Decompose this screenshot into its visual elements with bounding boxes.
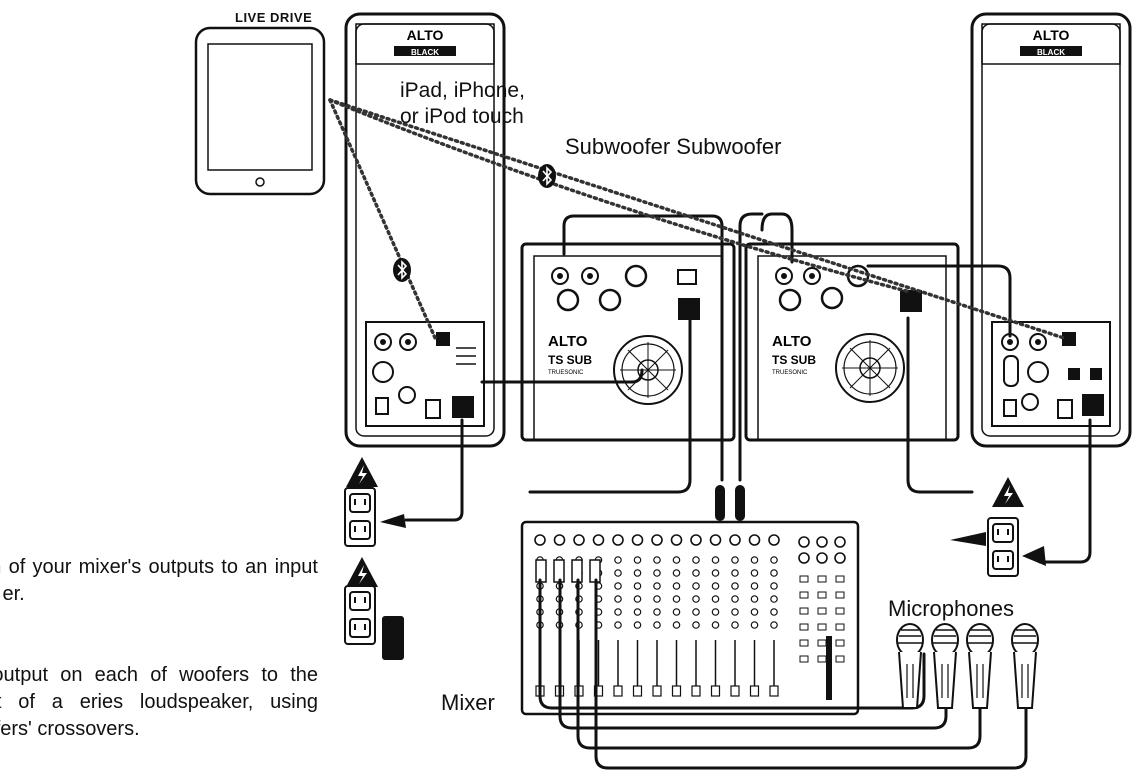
bluetooth-links	[328, 98, 1066, 342]
subwoofer-label: Subwoofer Subwoofer	[565, 134, 782, 159]
left-speaker-series: BLACK	[411, 48, 439, 57]
left-subwoofer: ALTO TS SUB TRUESONIC	[520, 242, 736, 442]
ipad-label: iPad, iPhone, or iPod touch	[400, 78, 525, 130]
warning-icon	[992, 477, 1024, 507]
ipad-device	[194, 26, 326, 196]
power-outlet-icon	[344, 487, 376, 547]
live-drive-label: LIVE DRIVE	[235, 10, 313, 25]
microphones-label: Microphones	[888, 596, 1014, 621]
mixer	[520, 520, 860, 716]
mixer-channel-strips	[534, 534, 846, 700]
right-subwoofer-brand: ALTO	[772, 333, 812, 350]
left-subwoofer-model: TS SUB	[548, 353, 592, 367]
left-subwoofer-subline: TRUESONIC	[548, 370, 584, 376]
bluetooth-icon	[537, 163, 557, 189]
microphone-icon	[896, 623, 924, 709]
instruction-step-1: each of your mixer's outputs to an input…	[0, 556, 318, 605]
right-subwoofer-model: TS SUB	[772, 353, 816, 367]
right-speaker: ALTO BLACK	[970, 12, 1132, 448]
right-subwoofer-subline: TRUESONIC	[772, 370, 808, 376]
microphone-icon	[931, 623, 959, 709]
ipad-label-line2: or iPod touch	[400, 105, 524, 128]
right-speaker-brand: ALTO	[1033, 27, 1070, 43]
warning-icon	[346, 457, 378, 487]
instruction-step-2: an output on each of woofers to the inpu…	[0, 664, 318, 740]
left-subwoofer-brand: ALTO	[548, 333, 588, 350]
power-outlet-icon	[344, 585, 376, 645]
right-speaker-series: BLACK	[1037, 48, 1065, 57]
bluetooth-icon	[392, 257, 412, 283]
microphone-icon	[966, 623, 994, 709]
right-subwoofer: ALTO TS SUB TRUESONIC	[744, 242, 960, 442]
ipad-label-line1: iPad, iPhone,	[400, 79, 525, 102]
audio-cables	[404, 212, 1092, 770]
mixer-label: Mixer	[441, 690, 495, 715]
power-outlet-icon	[987, 517, 1019, 577]
microphone-icon	[1011, 623, 1039, 709]
warning-icon	[346, 557, 378, 587]
left-speaker-brand: ALTO	[407, 27, 444, 43]
